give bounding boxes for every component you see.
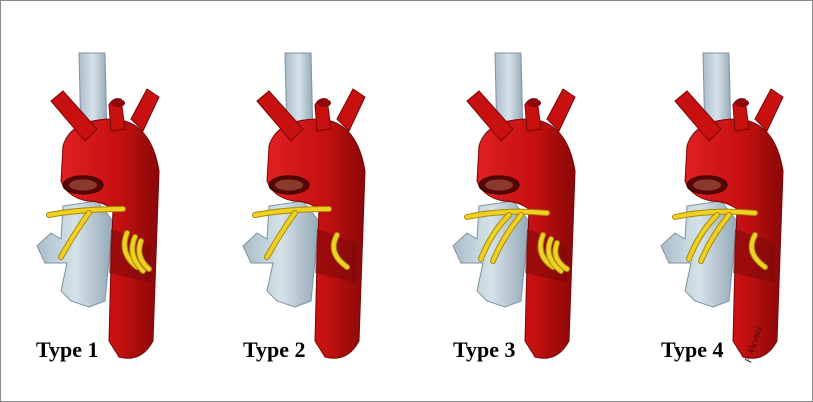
panel-type-3: Type 3	[417, 1, 617, 401]
panel-type-4: Type 4 F. Vicenti	[625, 1, 813, 401]
aorta-illustration-type-3	[417, 1, 617, 401]
panel-type-2: Type 2	[207, 1, 407, 401]
panel-label: Type 1	[36, 337, 99, 363]
subclavian-branch	[755, 89, 783, 131]
branch-opening	[527, 99, 541, 107]
panel-label: Type 2	[243, 337, 306, 363]
aorta-illustration-type-1	[1, 1, 201, 401]
subclavian-branch	[131, 89, 159, 131]
panel-label: Type 4	[661, 337, 724, 363]
branch-opening	[317, 99, 331, 107]
panel-label: Type 3	[453, 337, 516, 363]
subclavian-branch	[337, 89, 365, 131]
subclavian-branch	[547, 89, 575, 131]
branch-opening	[111, 99, 125, 107]
branch-opening	[735, 99, 749, 107]
aorta-illustration-type-2	[207, 1, 407, 401]
panel-type-1: Type 1	[1, 1, 201, 401]
